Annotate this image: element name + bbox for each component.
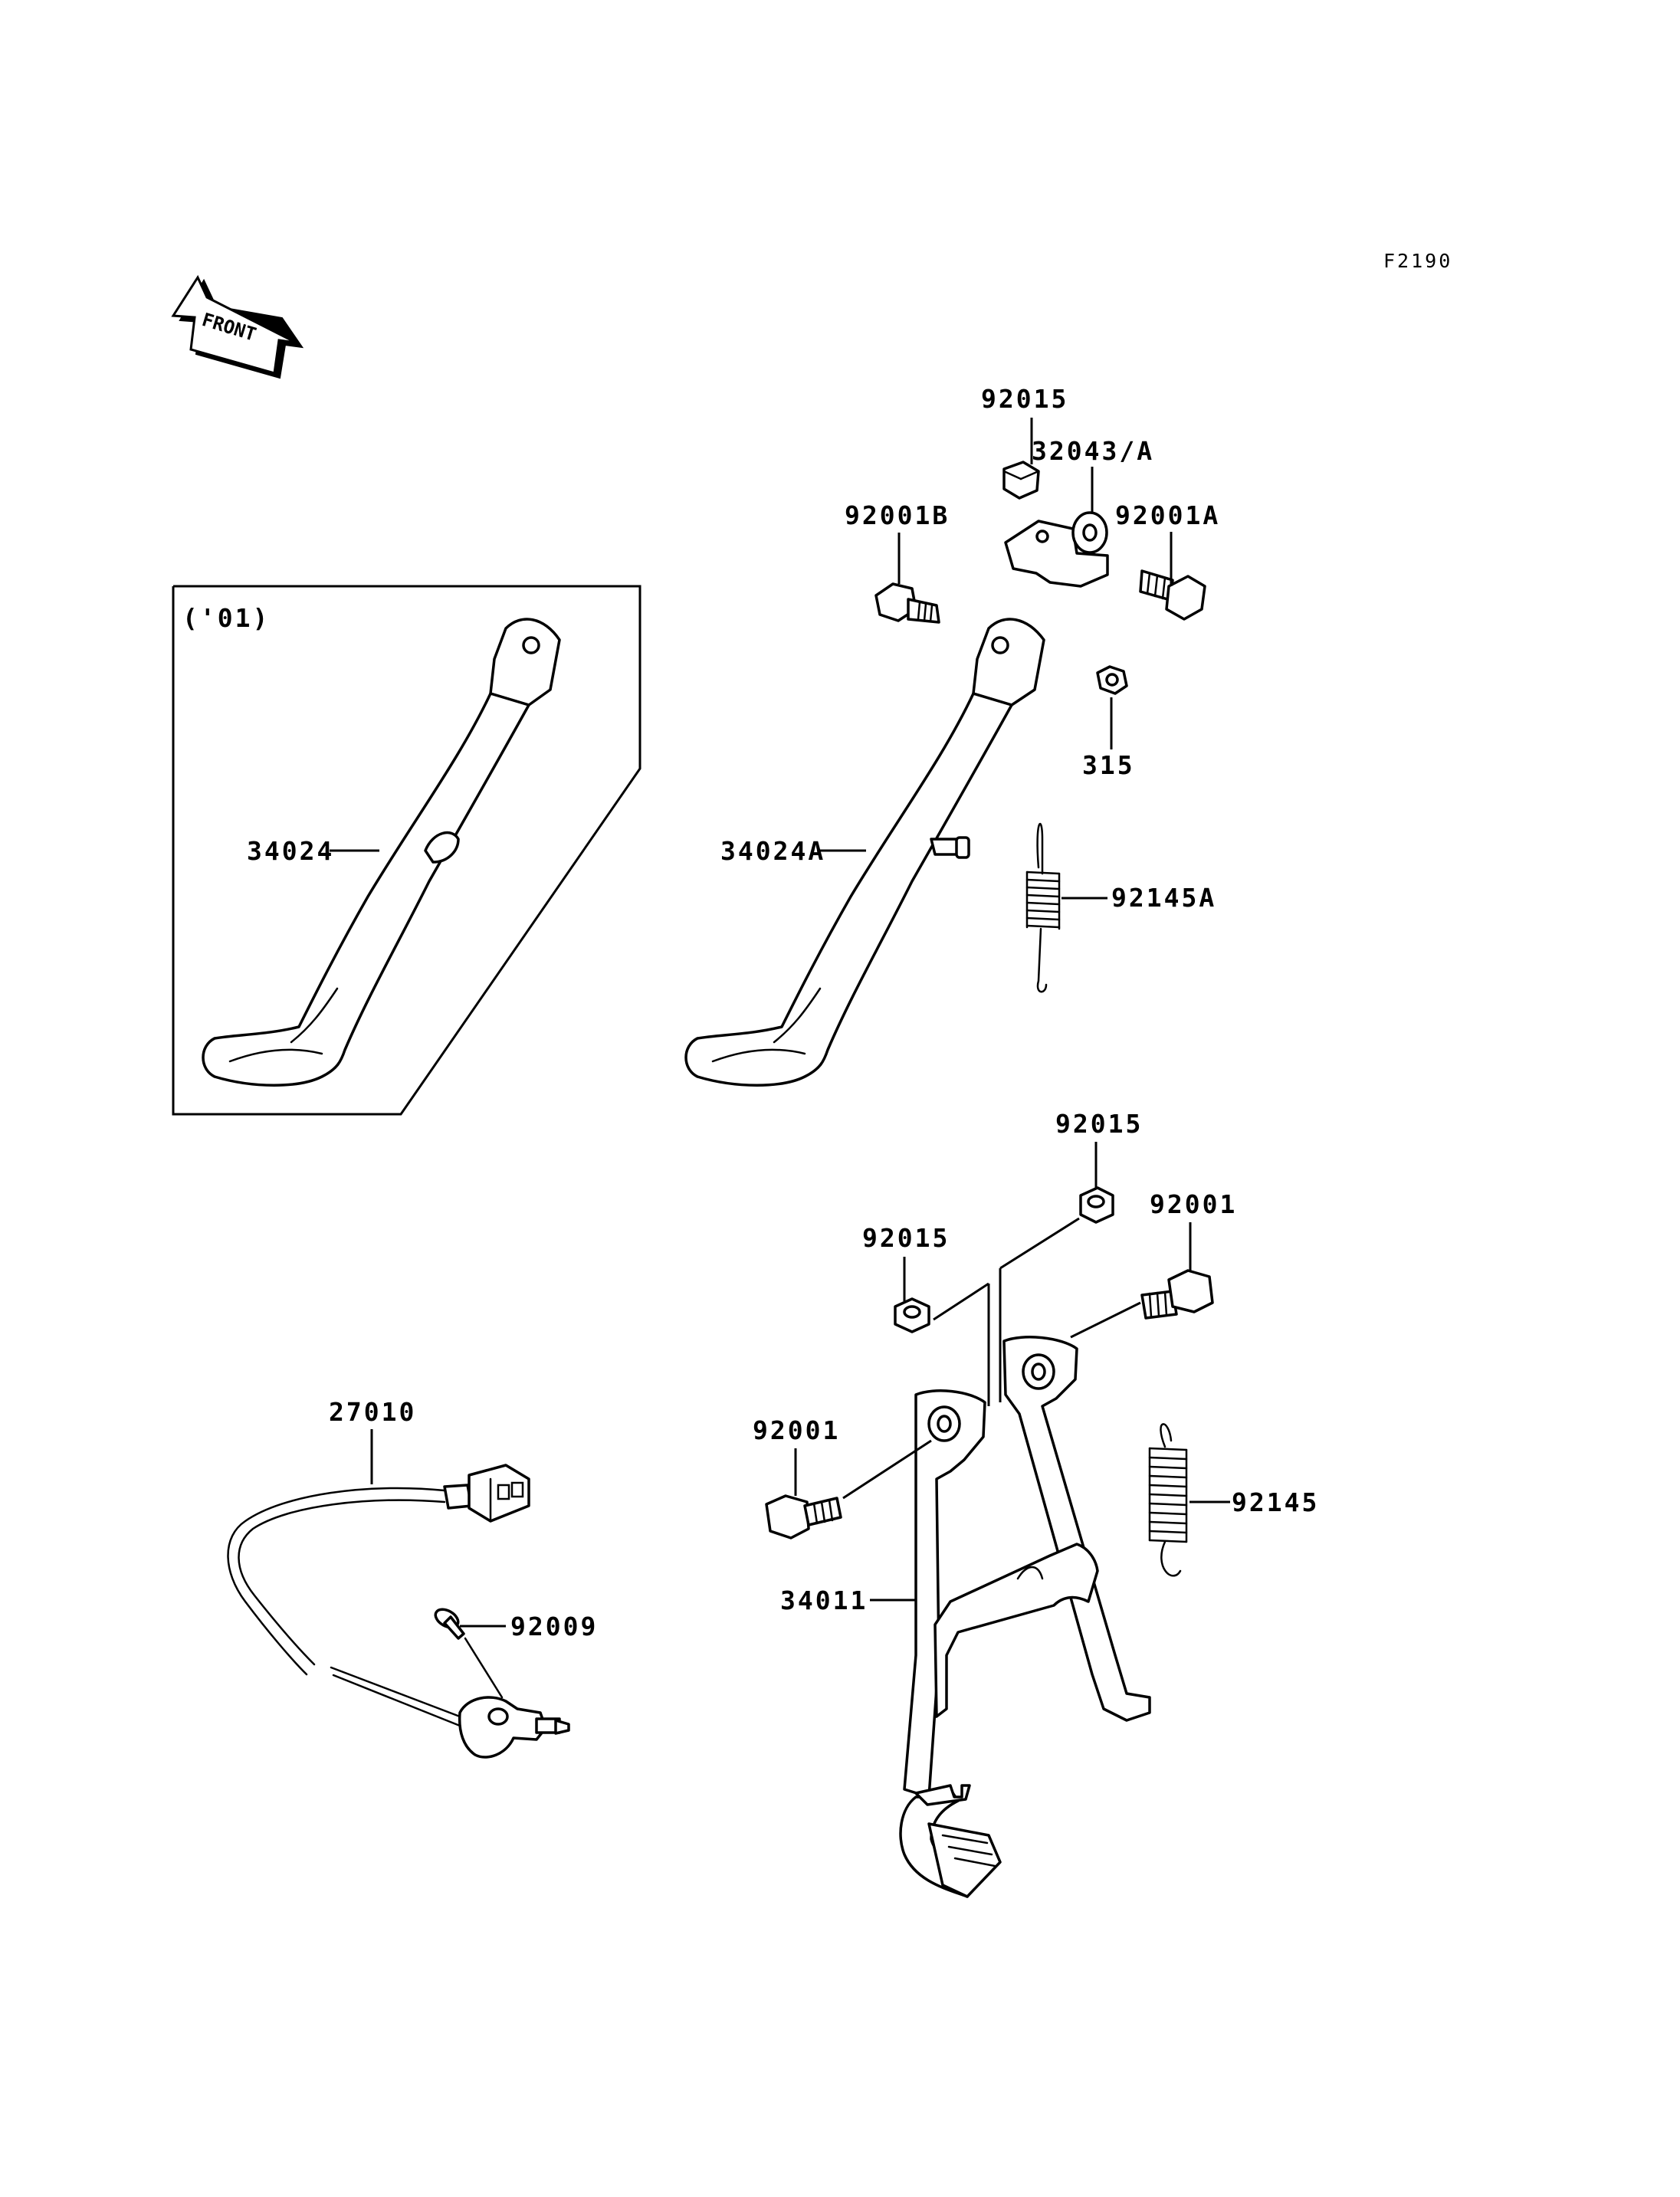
front-arrow-icon: FRONT bbox=[171, 274, 304, 379]
spring-92145A bbox=[1025, 822, 1061, 993]
callout-27010: 27010 bbox=[329, 1397, 416, 1427]
spring-92145 bbox=[1148, 1423, 1188, 1577]
nut-92015-top bbox=[1002, 461, 1040, 500]
callout-92015-top: 92015 bbox=[981, 384, 1068, 414]
nut-92015-mid bbox=[1079, 1186, 1114, 1224]
callout-92001A: 92001A bbox=[1115, 500, 1220, 530]
callout-92001B: 92001B bbox=[845, 500, 950, 530]
screw-92009 bbox=[434, 1608, 504, 1699]
callout-92145A: 92145A bbox=[1111, 883, 1216, 913]
bolt-92001-right bbox=[1140, 1269, 1214, 1320]
side-stand-34024 bbox=[202, 618, 561, 1087]
callout-92145: 92145 bbox=[1232, 1487, 1319, 1517]
side-stand-switch-27010 bbox=[227, 1464, 570, 1759]
figure-code: F2190 bbox=[1383, 250, 1452, 272]
callout-92001-left: 92001 bbox=[753, 1415, 840, 1445]
callout-92001-right: 92001 bbox=[1150, 1189, 1237, 1219]
callout-92009: 92009 bbox=[510, 1612, 598, 1641]
inset-year-label: ('01) bbox=[182, 603, 270, 633]
callout-34024A: 34024A bbox=[720, 836, 825, 866]
callout-92015-mid: 92015 bbox=[1055, 1109, 1143, 1139]
bolt-92001A bbox=[1139, 569, 1206, 621]
bolt-92001B bbox=[874, 582, 940, 624]
nut-315 bbox=[1096, 665, 1128, 695]
nut-92015-left bbox=[894, 1297, 930, 1333]
callout-315: 315 bbox=[1082, 750, 1135, 780]
side-stand-34024A bbox=[684, 618, 1045, 1087]
bracket-32043 bbox=[1004, 511, 1109, 588]
callout-34011: 34011 bbox=[780, 1585, 868, 1615]
center-stand-34011 bbox=[899, 1336, 1151, 1898]
bolt-92001-left bbox=[765, 1494, 842, 1540]
callout-34024: 34024 bbox=[247, 836, 334, 866]
callout-92015-left: 92015 bbox=[862, 1223, 950, 1253]
callout-32043: 32043/A bbox=[1032, 436, 1154, 466]
inset-box-2001: ('01) bbox=[172, 585, 641, 1116]
